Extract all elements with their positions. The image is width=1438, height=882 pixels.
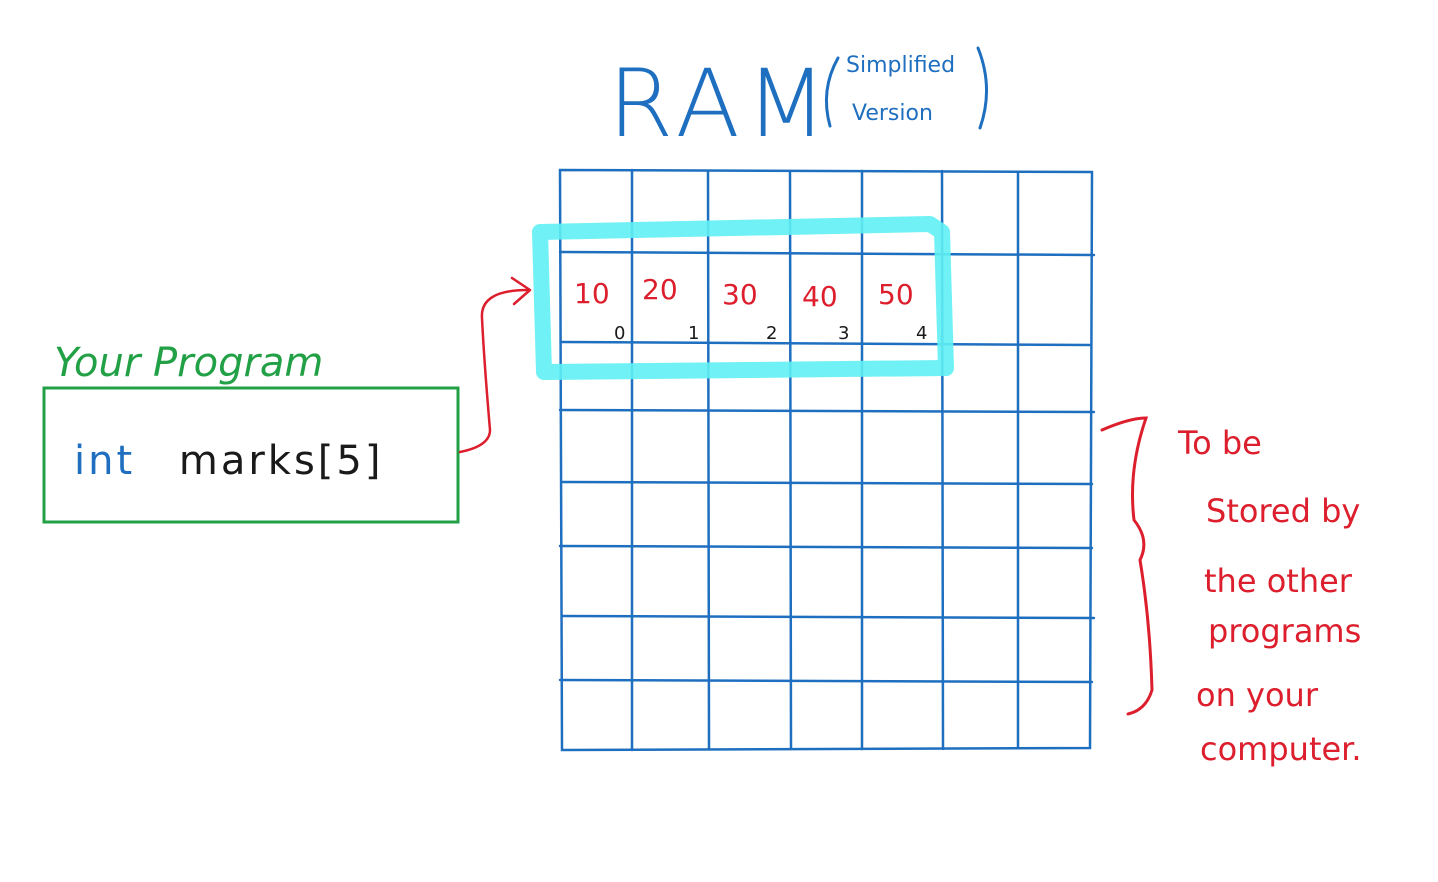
program-code: int marks[5] <box>74 438 383 484</box>
pointer-arrow <box>458 288 530 454</box>
array-index: 2 <box>766 323 777 344</box>
array-index: 0 <box>614 323 625 344</box>
array-value: 40 <box>802 280 838 313</box>
side-note-line: To be <box>1177 424 1262 462</box>
title-note-close-paren <box>976 46 988 130</box>
program-label: Your Program <box>54 340 323 386</box>
array-value: 50 <box>878 278 914 311</box>
program-box <box>42 386 460 524</box>
grid-hline <box>560 480 1094 486</box>
grid-hline <box>558 250 1096 257</box>
array-index: 4 <box>916 323 927 344</box>
memory-grid <box>558 168 1096 752</box>
pointer-arrowhead <box>510 276 532 306</box>
grid-hline <box>558 408 1096 414</box>
title-note-line1: Simplified <box>846 53 955 78</box>
side-note: To be Stored by the other programs on yo… <box>1177 424 1362 768</box>
grid-vline <box>706 169 711 751</box>
array-index: 1 <box>688 323 699 344</box>
grid-vline <box>788 169 793 751</box>
array-value: 30 <box>722 278 758 311</box>
array-indices: 0 1 2 3 4 <box>614 323 927 344</box>
grid-frame <box>558 168 1094 752</box>
grid-hline <box>560 340 1092 347</box>
code-type: int <box>74 438 135 484</box>
curly-brace <box>1100 416 1154 716</box>
side-note-line: programs <box>1208 612 1361 650</box>
array-highlight <box>532 216 954 380</box>
side-note-line: the other <box>1204 562 1353 600</box>
title-note-line2: Version <box>852 101 933 126</box>
array-value: 20 <box>642 273 678 306</box>
ram-title: RAM <box>608 50 833 159</box>
code-declaration: marks[5] <box>179 438 384 484</box>
array-values: 10 20 30 40 50 <box>574 273 914 313</box>
array-index: 3 <box>838 323 849 344</box>
grid-hline <box>558 544 1094 550</box>
grid-hline <box>558 678 1094 684</box>
array-value: 10 <box>574 277 610 310</box>
grid-hline <box>560 614 1096 620</box>
title-note-open-paren <box>824 56 840 128</box>
side-note-line: on your <box>1196 676 1319 714</box>
side-note-line: computer. <box>1200 730 1362 768</box>
side-note-line: Stored by <box>1206 492 1360 530</box>
